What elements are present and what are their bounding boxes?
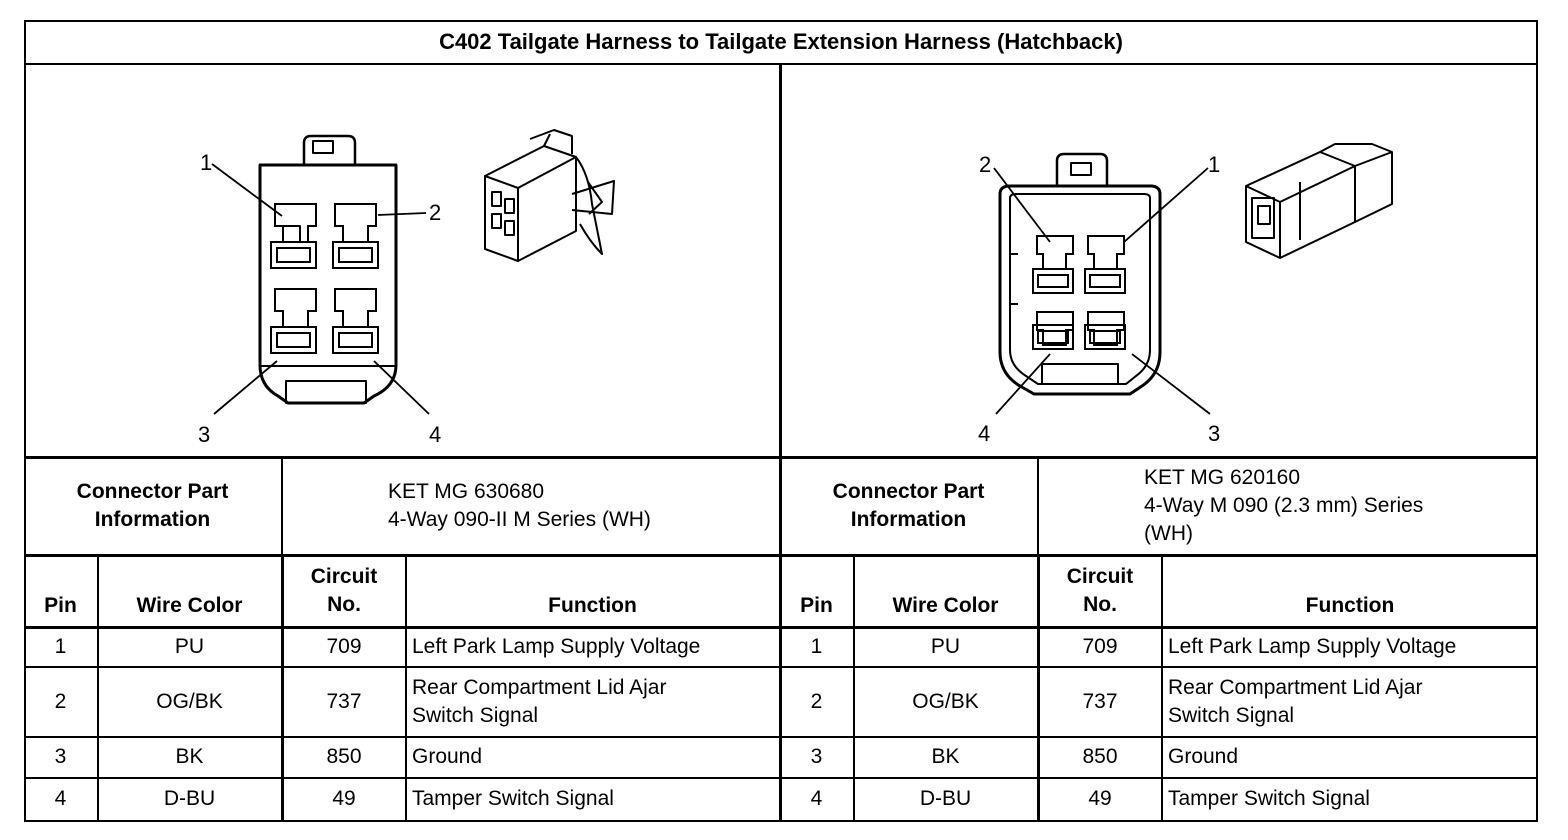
row1-pin-left: 1 [54, 634, 67, 658]
part-info-value-right: KET MG 620160 4-Way M 090 (2.3 mm) Series… [1144, 457, 1538, 554]
terminal-cavities-right [1032, 235, 1126, 350]
connector-diagram-right: 2 1 4 3 [978, 143, 1393, 446]
divider-partinfo-bottom [24, 554, 1538, 557]
divider-center [779, 64, 782, 822]
col-header-function-left: Function [548, 594, 637, 617]
row2-pin-left: 2 [54, 689, 67, 713]
row4-wire-color-left: D-BU [163, 787, 216, 810]
row1-function-left: Left Park Lamp Supply Voltage [412, 634, 701, 658]
divider-left-col1 [97, 555, 99, 822]
row4-circuit-right: 49 [1088, 787, 1112, 810]
pin-callout-1-left: 1 [200, 150, 212, 175]
part-series-left: 4-Way 090-II M Series (WH) [388, 507, 651, 531]
divider-row-1 [24, 666, 1538, 668]
row1-circuit-right: 709 [1082, 634, 1118, 658]
pin-callout-3-left: 3 [198, 422, 210, 447]
callout-leaders-left [211, 163, 430, 415]
col-header-function-right: Function [1305, 594, 1395, 617]
part-number-right: KET MG 620160 [1144, 465, 1301, 489]
row2-wire-color-left: OG/BK [156, 689, 223, 713]
pin-callout-1-right: 1 [1208, 152, 1220, 177]
callout-leaders-right [993, 167, 1211, 415]
divider-header-bottom [24, 626, 1538, 629]
pin-callout-2-left: 2 [429, 200, 441, 225]
part-number-left: KET MG 630680 [388, 479, 545, 503]
divider-right-partinfo [1037, 457, 1039, 554]
col-header-pin-right: Pin [800, 594, 833, 617]
row3-function-left: Ground [412, 745, 483, 768]
col-header-pin-left: Pin [44, 594, 77, 617]
row2-circuit-left: 737 [326, 689, 362, 713]
row3-wire-color-left: BK [175, 745, 204, 768]
row1-wire-color-left: PU [174, 634, 205, 658]
divider-left-partinfo [281, 457, 283, 554]
connector-diagram-left: 1 2 3 4 [198, 129, 615, 447]
divider-right-col1 [853, 555, 855, 822]
col-header-wire-color-left: Wire Color [136, 594, 243, 617]
pin-callout-3-right: 3 [1208, 421, 1220, 446]
row4-function-right: Tamper Switch Signal [1168, 787, 1370, 810]
connector-side-view-right [1245, 143, 1393, 259]
divider-right-col2 [1037, 555, 1040, 822]
divider-left-col3 [405, 555, 407, 822]
row4-pin-left: 4 [54, 787, 67, 810]
row4-wire-color-right: D-BU [919, 787, 972, 810]
row3-circuit-left: 850 [326, 745, 362, 768]
row3-wire-color-right: BK [931, 745, 960, 768]
pin-callout-4-left: 4 [429, 422, 441, 447]
part-color-right: (WH) [1144, 521, 1193, 545]
row3-pin-left: 3 [54, 745, 67, 768]
row4-circuit-left: 49 [332, 787, 356, 810]
divider-row-2 [24, 736, 1538, 738]
row2-circuit-right: 737 [1082, 689, 1118, 713]
row4-function-left: Tamper Switch Signal [412, 787, 614, 810]
pin-callout-4-right: 4 [978, 421, 990, 446]
row2-pin-right: 2 [810, 689, 823, 713]
pin-callout-2-right: 2 [979, 152, 991, 177]
terminal-cavities-left [270, 203, 379, 354]
row2-wire-color-right: OG/BK [912, 689, 979, 713]
row1-pin-right: 1 [810, 634, 823, 658]
divider-left-col2 [281, 555, 284, 822]
row3-function-right: Ground [1168, 745, 1239, 768]
divider-right-col3 [1161, 555, 1163, 822]
row1-wire-color-right: PU [930, 634, 961, 658]
row4-pin-right: 4 [810, 787, 823, 810]
part-series-right: 4-Way M 090 (2.3 mm) Series [1144, 493, 1424, 517]
col-header-wire-color-right: Wire Color [892, 594, 999, 617]
divider-row-3 [24, 777, 1538, 779]
row3-pin-right: 3 [810, 745, 823, 768]
row1-circuit-left: 709 [326, 634, 362, 658]
row1-function-right: Left Park Lamp Supply Voltage [1168, 634, 1457, 658]
connector-info-sheet: C402 Tailgate Harness to Tailgate Extens… [24, 20, 1538, 822]
page-title: C402 Tailgate Harness to Tailgate Extens… [439, 29, 1123, 54]
divider-diagram-bottom [24, 456, 1538, 459]
part-info-value-left: KET MG 630680 4-Way 090-II M Series (WH) [388, 457, 779, 554]
row3-circuit-right: 850 [1082, 745, 1118, 768]
connector-side-view-left [484, 129, 615, 262]
